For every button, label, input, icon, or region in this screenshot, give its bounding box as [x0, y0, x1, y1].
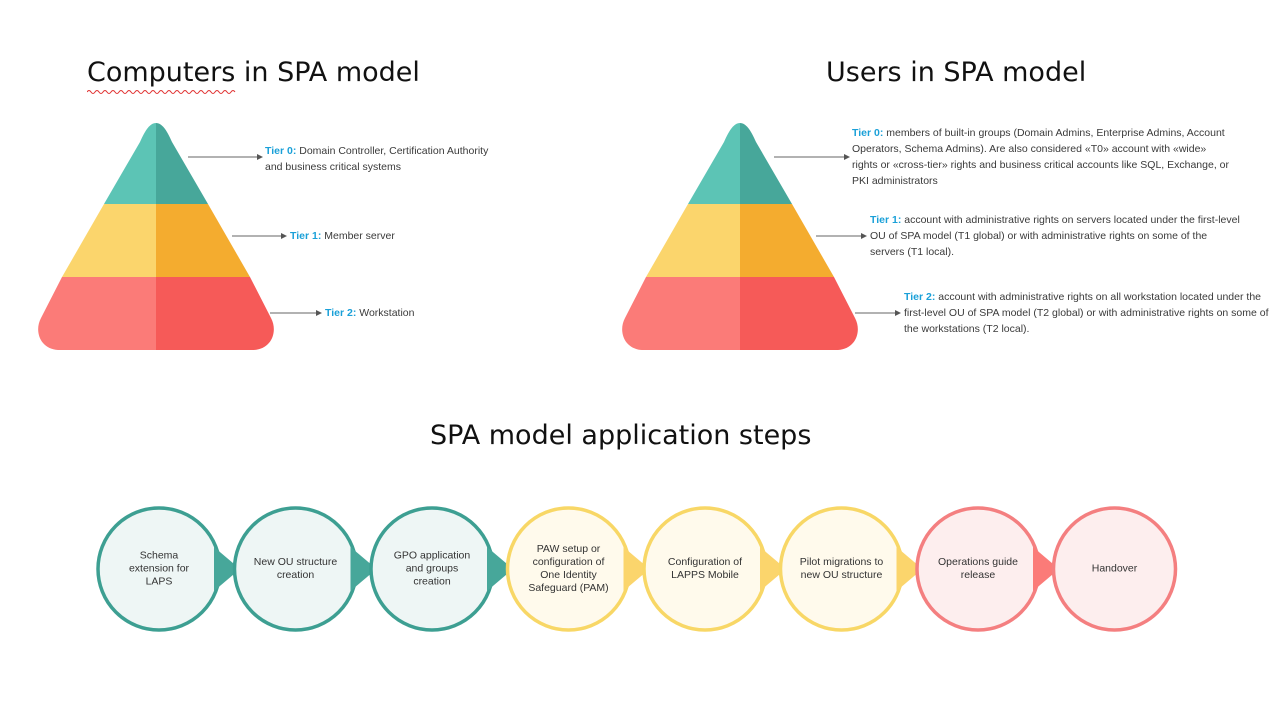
tier-0-left-face	[688, 123, 740, 204]
step-4	[505, 506, 650, 632]
tier-label: Tier 2:	[904, 291, 936, 303]
tier-0-right-face	[156, 123, 208, 204]
computers-tier-2-description: Tier 2: Workstation	[325, 305, 475, 321]
step-label: GPO application and groups creation	[393, 549, 471, 588]
steps-section-title: SPA model application steps	[430, 420, 812, 451]
tier-1-right-face	[740, 204, 834, 277]
tier-text: account with administrative rights on se…	[870, 214, 1240, 258]
tier-0-left-face	[104, 123, 156, 204]
application-steps-flow	[96, 506, 1178, 632]
step-pointer-arrow	[896, 547, 923, 591]
tier-2-left-face	[38, 277, 156, 350]
computers-tier-1-description: Tier 1: Member server	[290, 228, 470, 244]
step-label: PAW setup or configuration of One Identi…	[528, 543, 609, 594]
tier-label: Tier 0:	[852, 127, 884, 139]
tier-label: Tier 0:	[265, 145, 297, 157]
tier-2-right-face	[740, 277, 858, 350]
users-section-title: Users in SPA model	[826, 57, 1087, 88]
step-pointer-arrow	[214, 547, 240, 591]
step-pointer-arrow	[350, 547, 377, 591]
tier-text: Domain Controller, Certification Authori…	[265, 145, 489, 173]
step-label: New OU structure creation	[253, 556, 338, 581]
step-circle	[1051, 506, 1178, 632]
step-8	[1051, 506, 1178, 632]
step-pointer-arrow	[487, 547, 513, 591]
tier-0-right-face	[740, 123, 792, 204]
tier-1-left-face	[646, 204, 740, 277]
step-5	[642, 506, 786, 632]
step-7	[915, 506, 1059, 632]
tier-text: account with administrative rights on al…	[904, 291, 1269, 335]
step-pointer-arrow	[760, 547, 786, 591]
step-label: Configuration of LAPPS Mobile	[667, 556, 743, 581]
step-3	[369, 506, 513, 632]
computers-section-title: Computers in SPA model	[87, 57, 420, 88]
step-label: Pilot migrations to new OU structure	[799, 556, 884, 581]
tier-label: Tier 2:	[325, 307, 357, 319]
tier-label: Tier 1:	[290, 230, 322, 242]
step-6	[778, 506, 923, 632]
tier-2-right-face	[156, 277, 274, 350]
step-pointer-arrow	[623, 547, 650, 591]
spellcheck-underline	[87, 90, 236, 94]
users-tier-2-description: Tier 2: account with administrative righ…	[904, 289, 1269, 337]
users-tier-1-description: Tier 1: account with administrative righ…	[870, 212, 1240, 260]
tier-label: Tier 1:	[870, 214, 902, 226]
tier-1-left-face	[62, 204, 156, 277]
users-tier-0-description: Tier 0: members of built-in groups (Doma…	[852, 125, 1232, 189]
step-1	[96, 506, 240, 632]
users-tier-pyramid	[622, 123, 858, 350]
tier-1-right-face	[156, 204, 250, 277]
step-label: Operations guide release	[938, 556, 1018, 581]
step-2	[232, 506, 377, 632]
tier-text: Member server	[321, 230, 395, 242]
computers-tier-0-description: Tier 0: Domain Controller, Certification…	[265, 143, 495, 175]
step-label: Schema extension for LAPS	[128, 549, 190, 588]
step-pointer-arrow	[1033, 547, 1059, 591]
step-label: Handover	[1091, 562, 1138, 575]
tier-text: members of built-in groups (Domain Admin…	[852, 127, 1230, 187]
computers-tier-pyramid	[38, 123, 274, 350]
tier-2-left-face	[622, 277, 740, 350]
tier-text: Workstation	[356, 307, 415, 319]
